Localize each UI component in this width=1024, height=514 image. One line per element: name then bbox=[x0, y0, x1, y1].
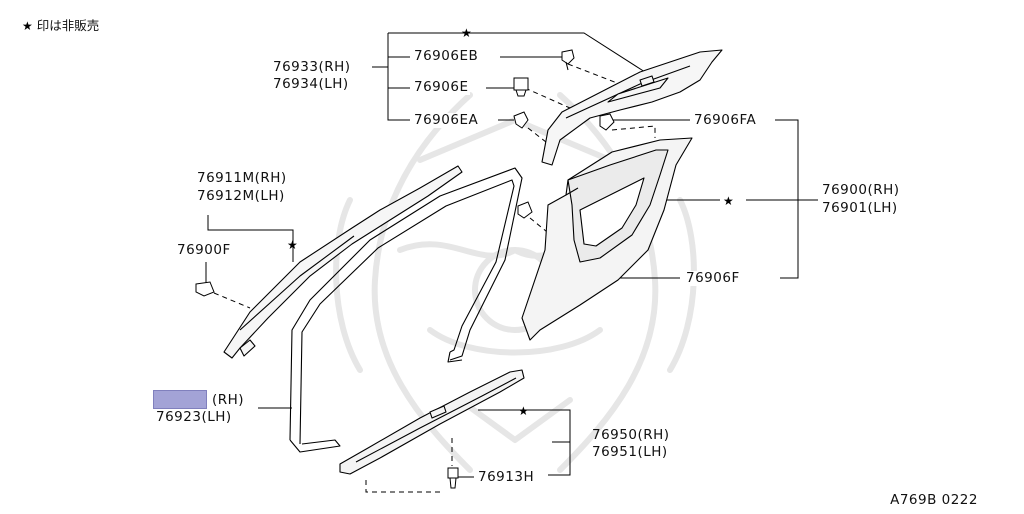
part-label-76934[interactable]: 76934(LH) bbox=[273, 76, 349, 92]
part-label-76901[interactable]: 76901(LH) bbox=[822, 200, 898, 216]
part-label-76950[interactable]: 76950(RH) bbox=[592, 427, 670, 443]
part-label-76900[interactable]: 76900(RH) bbox=[822, 182, 900, 198]
legend: ★印は非販売 bbox=[22, 15, 99, 34]
part-label-rh[interactable]: (RH) bbox=[212, 392, 245, 408]
part-label-76900F[interactable]: 76900F bbox=[177, 242, 231, 258]
part-label-76906F[interactable]: 76906F bbox=[684, 270, 742, 286]
not-for-sale-star-icon: ★ bbox=[518, 404, 529, 418]
highlighted-part-number[interactable] bbox=[153, 390, 207, 409]
clip-76900F bbox=[195, 281, 215, 297]
part-label-76933[interactable]: 76933(RH) bbox=[273, 59, 351, 75]
part-label-76951[interactable]: 76951(LH) bbox=[592, 444, 668, 460]
not-for-sale-star-icon: ★ bbox=[461, 26, 472, 40]
not-for-sale-star-icon: ★ bbox=[287, 238, 298, 252]
clip-76913H bbox=[447, 467, 459, 489]
door-weatherstrip bbox=[289, 167, 523, 453]
legend-text: 印は非販売 bbox=[36, 18, 100, 33]
part-label-76923[interactable]: 76923(LH) bbox=[156, 409, 232, 425]
part-label-76911M[interactable]: 76911M(RH) bbox=[197, 170, 287, 186]
clip-76906F bbox=[517, 201, 533, 219]
part-label-76906FA[interactable]: 76906FA bbox=[692, 112, 759, 128]
clip-76906EB bbox=[561, 49, 575, 71]
clip-76906E bbox=[513, 77, 529, 97]
part-label-76906E[interactable]: 76906E bbox=[412, 79, 471, 95]
part-label-76906EA[interactable]: 76906EA bbox=[412, 112, 481, 128]
clip-76906EA bbox=[513, 111, 529, 129]
rear-pillar-upper-garnish bbox=[541, 49, 723, 166]
kicking-plate bbox=[339, 369, 525, 475]
part-label-76906EB[interactable]: 76906EB bbox=[412, 48, 481, 64]
part-label-76912M[interactable]: 76912M(LH) bbox=[197, 188, 285, 204]
part-label-76913H[interactable]: 76913H bbox=[476, 469, 537, 485]
legend-star-icon: ★ bbox=[22, 19, 33, 33]
rear-side-trim-panel bbox=[521, 137, 693, 341]
not-for-sale-star-icon: ★ bbox=[723, 194, 734, 208]
front-pillar-garnish bbox=[223, 165, 463, 359]
clip-76906FA bbox=[599, 113, 615, 131]
leader-lines bbox=[205, 32, 818, 478]
diagram-code: A769B 0222 bbox=[890, 492, 978, 508]
clips bbox=[195, 49, 615, 489]
